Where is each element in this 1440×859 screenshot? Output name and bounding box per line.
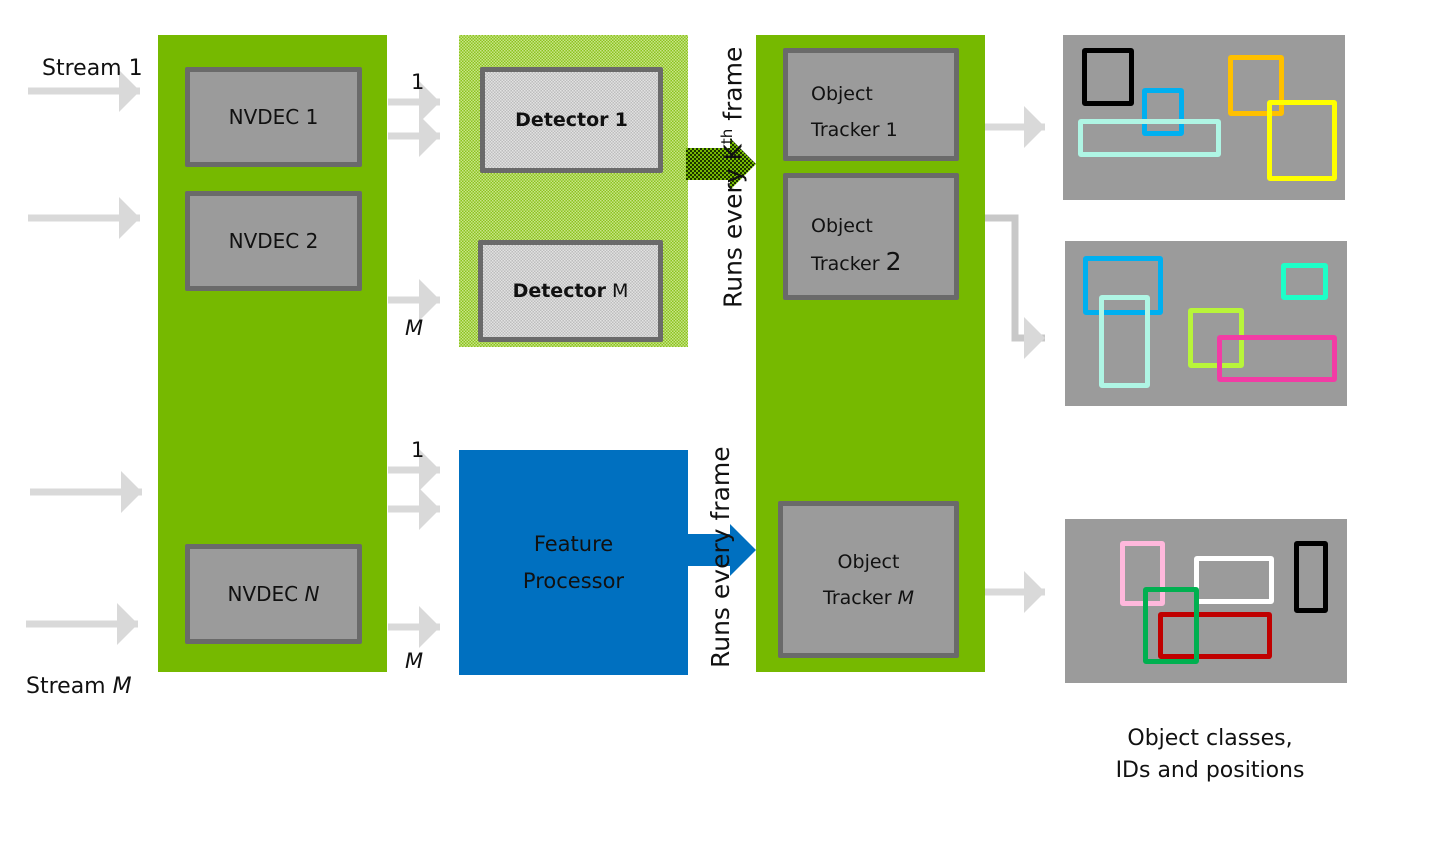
tracker-2-suffix: 2 <box>885 247 902 276</box>
tracker-1-box: Object Tracker 1 <box>783 48 959 161</box>
tracker-2-line2: Tracker 2 <box>811 244 954 282</box>
detector-run-note-suffix: frame <box>718 46 748 129</box>
feature-processor-box: Feature Processor <box>459 450 688 675</box>
tracker-m-box: Object Tracker M <box>778 501 959 658</box>
detector-m-label: Detector M <box>513 280 629 302</box>
bbox-blue <box>1083 256 1163 315</box>
tracker-m-suffix: M <box>897 586 914 609</box>
tracker-1-suffix: 1 <box>885 119 898 141</box>
nvdec-n-box: NVDEC N <box>185 544 362 644</box>
output-frame-3 <box>1065 519 1347 683</box>
nvdec-n-suffix: N <box>304 582 320 606</box>
bbox-green <box>1143 587 1199 664</box>
nvdec-2-box: NVDEC 2 <box>185 191 362 291</box>
tracker-2-prefix: Tracker <box>811 253 880 275</box>
feature-to-tracker-arrow <box>686 524 756 576</box>
fp-index-last: M <box>405 649 423 673</box>
detector-m-suffix: M <box>612 280 629 302</box>
bbox-black <box>1294 541 1328 613</box>
output-frame-1 <box>1063 35 1345 200</box>
feature-run-note: Runs every frame <box>706 446 735 668</box>
output-caption: Object classes, IDs and positions <box>1070 723 1350 787</box>
fp-index-first: 1 <box>411 438 425 462</box>
tracker-m-prefix: Tracker <box>823 586 892 609</box>
bbox-pink <box>1217 335 1337 382</box>
bbox-dark-red <box>1158 612 1272 659</box>
bbox-light-pink <box>1120 541 1165 606</box>
output-caption-line2: IDs and positions <box>1115 758 1305 783</box>
tracker-m-line1: Object <box>837 550 900 573</box>
detector-m-bold: Detector <box>512 280 606 302</box>
tracker-1-prefix: Tracker <box>811 119 880 141</box>
nvdec-n-label: NVDEC N <box>228 582 320 606</box>
detector-run-note-sup: th <box>718 128 736 145</box>
det-index-last: M <box>405 316 423 340</box>
detector-1-label: Detector 1 <box>515 109 628 131</box>
tracker-2-output-arrow <box>985 214 1045 359</box>
bbox-orange <box>1228 55 1284 116</box>
tracker-2-line1: Object <box>811 215 873 237</box>
feature-processor-line2: Processor <box>522 568 625 593</box>
nvdec-2-label: NVDEC 2 <box>228 229 319 253</box>
det-index-last-text: M <box>405 316 424 340</box>
stream-m-var: M <box>112 674 132 699</box>
detector-1-bold: Detector <box>515 109 609 131</box>
output-caption-line1: Object classes, <box>1127 726 1293 751</box>
nvdec-1-label: NVDEC 1 <box>228 105 319 129</box>
bbox-mint <box>1099 295 1150 388</box>
tracker-1-line2: Tracker 1 <box>811 112 954 148</box>
tracker-m-line2: Tracker M <box>823 580 914 616</box>
bbox-blue <box>1142 88 1184 136</box>
detector-1-suffix: 1 <box>614 109 628 131</box>
fp-index-last-text: M <box>405 649 424 673</box>
bbox-yellow <box>1267 100 1337 181</box>
bbox-aqua <box>1281 263 1328 300</box>
detector-run-note: Runs every Kth frame <box>718 47 747 308</box>
stream-1-label: Stream 1 <box>42 56 143 81</box>
feature-processor-line1: Feature <box>533 531 614 556</box>
output-frame-2 <box>1065 241 1347 406</box>
bbox-black <box>1082 48 1134 106</box>
nvdec-n-prefix: NVDEC <box>227 582 299 606</box>
bbox-white <box>1194 556 1274 604</box>
nvdec-1-box: NVDEC 1 <box>185 67 362 167</box>
det-index-first: 1 <box>411 70 425 94</box>
stream-m-prefix: Stream <box>26 674 106 699</box>
detector-m-box: Detector M <box>478 240 663 342</box>
stream-m-label: Stream M <box>26 674 132 699</box>
tracker-2-box: Object Tracker 2 <box>783 173 959 300</box>
detector-to-tracker-arrow <box>686 138 756 190</box>
bbox-mint <box>1078 119 1221 157</box>
detector-run-note-prefix: Runs every K <box>718 144 748 308</box>
detector-1-box: Detector 1 <box>480 67 663 173</box>
tracker-1-line1: Object <box>811 83 873 105</box>
